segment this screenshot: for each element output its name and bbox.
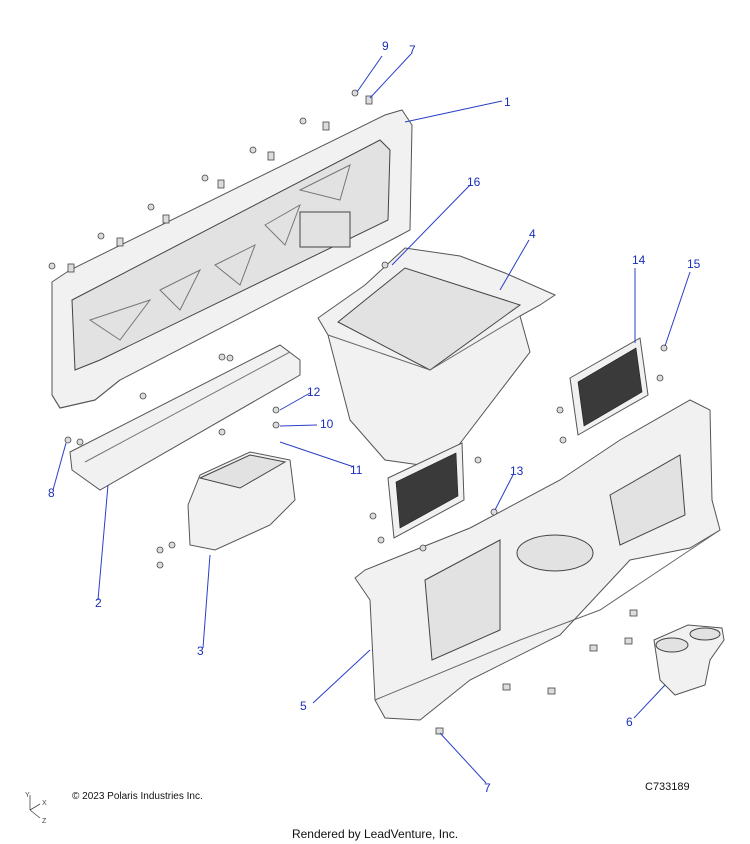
bin-cover bbox=[156, 428, 296, 569]
callout-5: 5 bbox=[300, 699, 307, 713]
callout-3: 3 bbox=[197, 644, 204, 658]
drawing-id: C733189 bbox=[645, 781, 690, 793]
callout-16: 16 bbox=[467, 175, 481, 189]
callout-13: 13 bbox=[510, 464, 524, 478]
callout-2: 2 bbox=[95, 596, 102, 610]
callout-12: 12 bbox=[307, 385, 321, 399]
axis-y-label: Y bbox=[25, 792, 30, 799]
callout-9: 9 bbox=[382, 39, 389, 53]
panel-clips bbox=[48, 89, 373, 273]
callout-14: 14 bbox=[632, 253, 646, 267]
callout-7-bottom: 7 bbox=[484, 781, 491, 795]
render-credit: Rendered by LeadVenture, Inc. bbox=[291, 827, 459, 841]
callout-11: 11 bbox=[350, 463, 363, 477]
callout-8: 8 bbox=[48, 486, 55, 500]
callout-6: 6 bbox=[626, 715, 633, 729]
mesh-panel-left bbox=[387, 442, 465, 539]
axis-z-label: Z bbox=[42, 818, 47, 825]
mounting-bracket bbox=[69, 344, 301, 491]
copyright-text: © 2023 Polaris Industries Inc. bbox=[72, 791, 203, 802]
rear-panel bbox=[51, 109, 413, 409]
fasteners bbox=[64, 344, 668, 735]
axis-triad: Y X Z bbox=[25, 792, 47, 825]
callout-15: 15 bbox=[687, 257, 701, 271]
storage-bin bbox=[317, 247, 557, 466]
axis-x-label: X bbox=[42, 800, 47, 807]
callout-1: 1 bbox=[504, 95, 511, 109]
floor-trim-panel bbox=[354, 399, 721, 721]
callout-4: 4 bbox=[529, 227, 536, 241]
cup-holder bbox=[653, 624, 725, 696]
mesh-panel-right bbox=[569, 337, 649, 436]
callout-10: 10 bbox=[320, 417, 334, 431]
callout-7-top: 7 bbox=[409, 43, 416, 57]
